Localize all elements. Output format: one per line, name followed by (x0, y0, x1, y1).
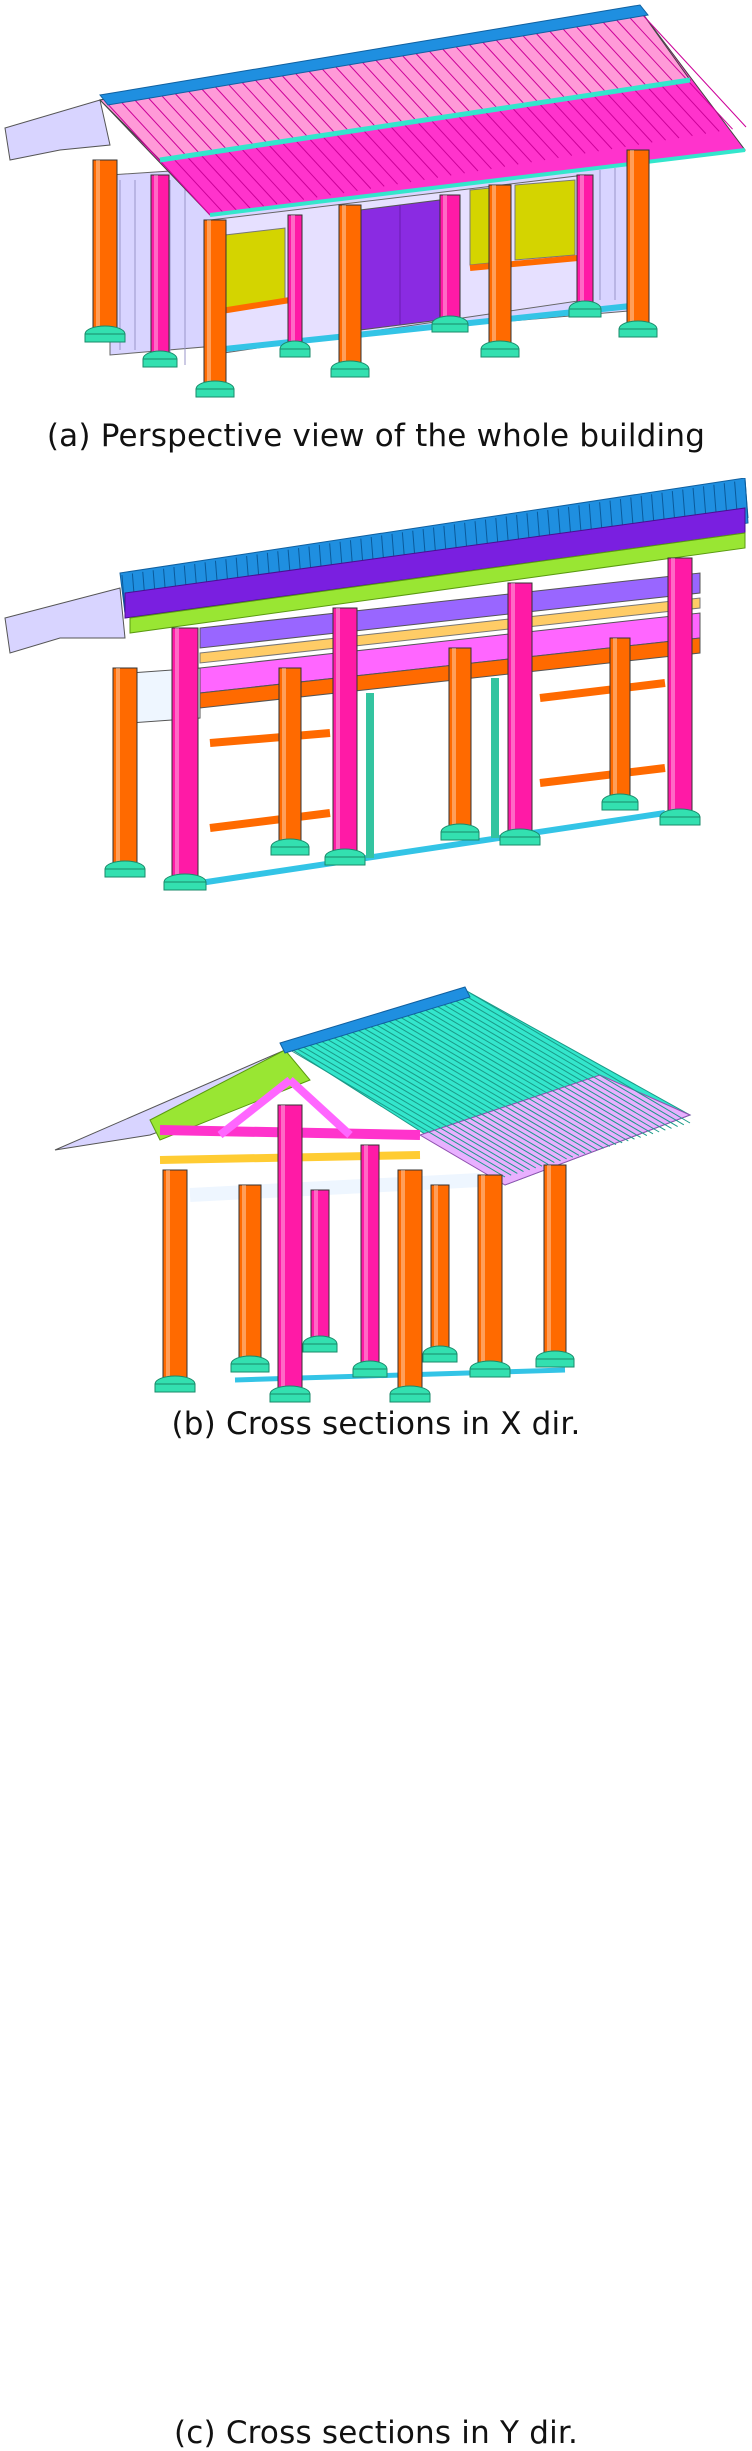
yellow-panel-left (224, 227, 286, 309)
column-b-3 (270, 667, 310, 856)
column-b-8 (659, 557, 701, 826)
bracket-row (129, 532, 746, 634)
column-a-8 (568, 174, 602, 318)
column-c-3 (269, 1104, 311, 1403)
columns (84, 149, 658, 398)
column-a-6 (431, 194, 469, 333)
column-c-7 (422, 1184, 458, 1363)
cross-section-y-panel: (c) Cross sections in Y dir. (0, 985, 752, 2451)
strut-left (217, 1076, 293, 1139)
caption-c: (c) Cross sections in Y dir. (173, 2415, 579, 2451)
column-b-1 (104, 667, 146, 878)
whole-building-model (4, 4, 747, 398)
caption-a: (a) Perspective view of the whole buildi… (46, 418, 706, 454)
low-beam-left (209, 809, 331, 832)
columns-b (104, 557, 701, 891)
yellow-beam (199, 597, 701, 664)
column-a-1 (84, 159, 126, 343)
left-eave-b (4, 587, 126, 654)
ridge (99, 4, 649, 106)
column-a-7 (480, 184, 520, 358)
column-c-8 (469, 1174, 511, 1378)
column-a-3 (195, 219, 235, 398)
column-a-2 (142, 174, 178, 368)
perspective-view-panel: (a) Perspective view of the whole buildi… (0, 0, 752, 454)
roof-eave-band (209, 148, 746, 217)
mid-beam-left (209, 729, 331, 747)
roof-mid-band (159, 77, 691, 163)
column-b-5 (440, 647, 480, 841)
white-beam-c (189, 1173, 481, 1202)
column-c-5 (352, 1144, 388, 1378)
roof-tile-ribs (103, 11, 747, 216)
y-section-model (54, 986, 692, 1403)
column-c-2 (230, 1184, 270, 1373)
column-a-5 (330, 204, 370, 378)
column-c-1 (154, 1169, 196, 1393)
cross-section-x-panel: (b) Cross sections in X dir. (0, 478, 752, 1442)
column-b-7 (601, 637, 639, 811)
column-b-4 (324, 607, 366, 866)
column-c-9 (535, 1164, 575, 1368)
yellow-panel-right-2 (514, 179, 576, 261)
strut-right (287, 1077, 353, 1138)
ridge-c (279, 986, 471, 1054)
upper-beam (199, 572, 701, 649)
sill-b (199, 810, 666, 886)
roof-ribs-c (284, 992, 691, 1178)
low-beam-right (539, 764, 666, 787)
left-eave (4, 99, 111, 161)
column-b-6 (499, 582, 541, 846)
wall-slats (119, 168, 616, 365)
column-b-2 (163, 627, 207, 891)
beam-right (469, 255, 579, 271)
column-a-9 (618, 149, 658, 338)
column-a-4 (279, 214, 311, 358)
column-c-4 (302, 1189, 338, 1353)
roof-left-purlins (149, 1049, 311, 1141)
mid-beam-right (539, 679, 666, 702)
caption-b: (b) Cross sections in X dir. (171, 1406, 581, 1442)
column-c-6 (389, 1169, 431, 1403)
columns-c (154, 1104, 575, 1403)
beam-left (214, 297, 291, 315)
x-section-model (4, 478, 749, 891)
